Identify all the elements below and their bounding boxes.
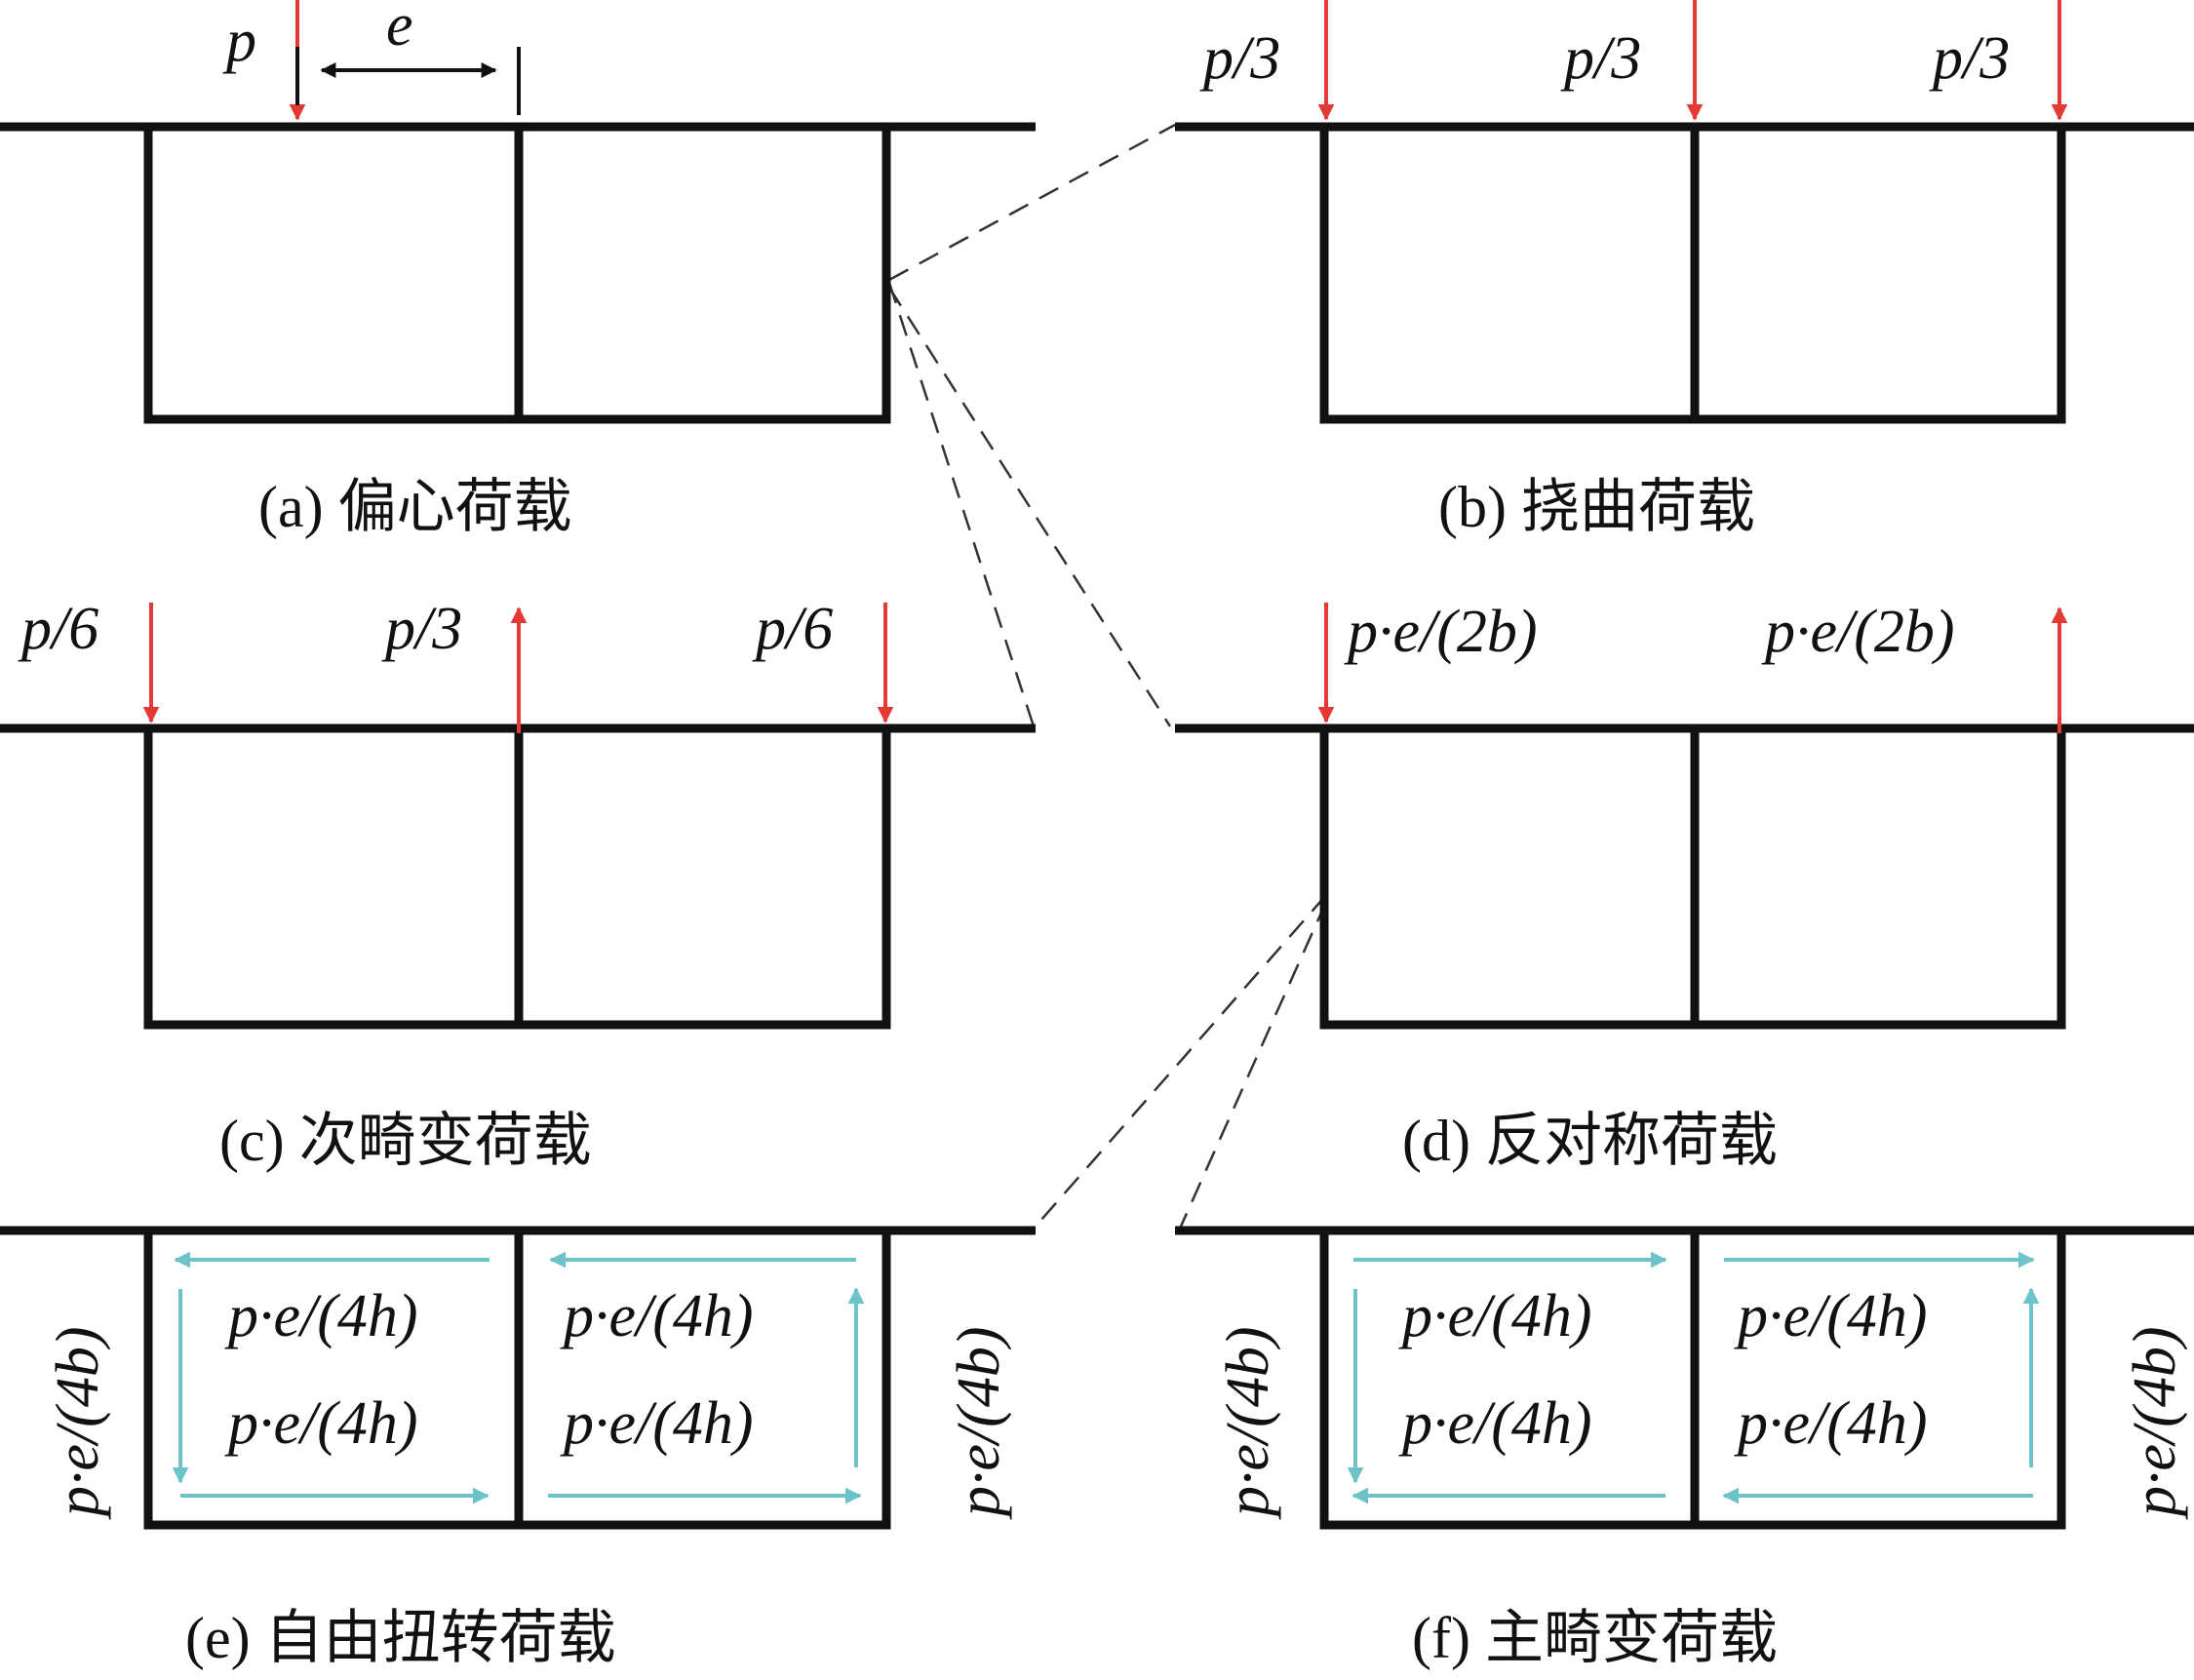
load-label-right: p/3 bbox=[1929, 25, 2010, 92]
caption-a: (a) 偏心荷载 bbox=[258, 475, 572, 539]
side-label-right: p·e/(4b) bbox=[946, 1326, 1012, 1520]
box-girder-section bbox=[1175, 1226, 2194, 1530]
panel-a: p e (a) 偏心荷载 bbox=[0, 0, 1036, 539]
caption-c: (c) 次畸变荷载 bbox=[219, 1109, 592, 1173]
box-girder-section bbox=[1175, 723, 2194, 1030]
load-arrows bbox=[1317, 0, 2068, 121]
box-girder-section bbox=[1175, 122, 2194, 424]
shear-flow-arrows bbox=[172, 1251, 865, 1504]
load-label-middle: p/3 bbox=[381, 596, 462, 662]
cell-label: p·e/(4h) bbox=[560, 1390, 754, 1457]
box-girder-section bbox=[0, 1226, 1036, 1530]
cell-label: p·e/(4h) bbox=[1734, 1283, 1928, 1349]
box-girder-section bbox=[0, 122, 1036, 424]
cell-label: p·e/(4h) bbox=[1398, 1390, 1592, 1457]
load-label-right: p/6 bbox=[752, 596, 833, 662]
guide-lines bbox=[887, 123, 1328, 1230]
panel-c: p/6 p/3 p/6 (c) 次畸变荷载 bbox=[0, 596, 1036, 1173]
panel-d: p·e/(2b) p·e/(2b) (d) 反对称荷载 bbox=[1175, 599, 2194, 1173]
load-label-left: p/3 bbox=[1199, 25, 1280, 92]
caption-f: (f) 主畸变荷载 bbox=[1412, 1606, 1778, 1670]
load-arrows bbox=[1317, 603, 2068, 733]
caption-b: (b) 挠曲荷载 bbox=[1438, 475, 1755, 539]
load-label-left: p·e/(2b) bbox=[1344, 599, 1538, 665]
cell-label: p·e/(4h) bbox=[224, 1283, 418, 1349]
cell-label: p·e/(4h) bbox=[560, 1283, 754, 1349]
side-label-right: p·e/(4b) bbox=[2122, 1326, 2188, 1520]
load-label: p bbox=[222, 8, 256, 74]
cell-label: p·e/(4h) bbox=[1734, 1390, 1928, 1457]
panel-e: p·e/(4h) p·e/(4h) p·e/(4h) p·e/(4h) p·e/… bbox=[0, 1226, 1036, 1670]
eccentricity-dimension bbox=[295, 47, 521, 115]
caption-d: (d) 反对称荷载 bbox=[1402, 1109, 1778, 1173]
side-label-left: p·e/(4b) bbox=[45, 1326, 111, 1520]
caption-e: (e) 自由扭转荷载 bbox=[185, 1606, 616, 1670]
side-label-left: p·e/(4b) bbox=[1215, 1326, 1281, 1520]
load-label-right: p·e/(2b) bbox=[1761, 599, 1955, 665]
panel-b: p/3 p/3 p/3 (b) 挠曲荷载 bbox=[1175, 0, 2194, 539]
eccentricity-label: e bbox=[386, 0, 413, 59]
cell-label: p·e/(4h) bbox=[1398, 1283, 1592, 1349]
cell-label: p·e/(4h) bbox=[224, 1390, 418, 1457]
load-label-middle: p/3 bbox=[1560, 25, 1641, 92]
load-label-left: p/6 bbox=[18, 596, 98, 662]
panel-f: p·e/(4h) p·e/(4h) p·e/(4h) p·e/(4h) p·e/… bbox=[1175, 1226, 2194, 1670]
shear-flow-arrows bbox=[1347, 1251, 2040, 1504]
load-arrows bbox=[142, 603, 894, 733]
box-girder-section bbox=[0, 723, 1036, 1030]
